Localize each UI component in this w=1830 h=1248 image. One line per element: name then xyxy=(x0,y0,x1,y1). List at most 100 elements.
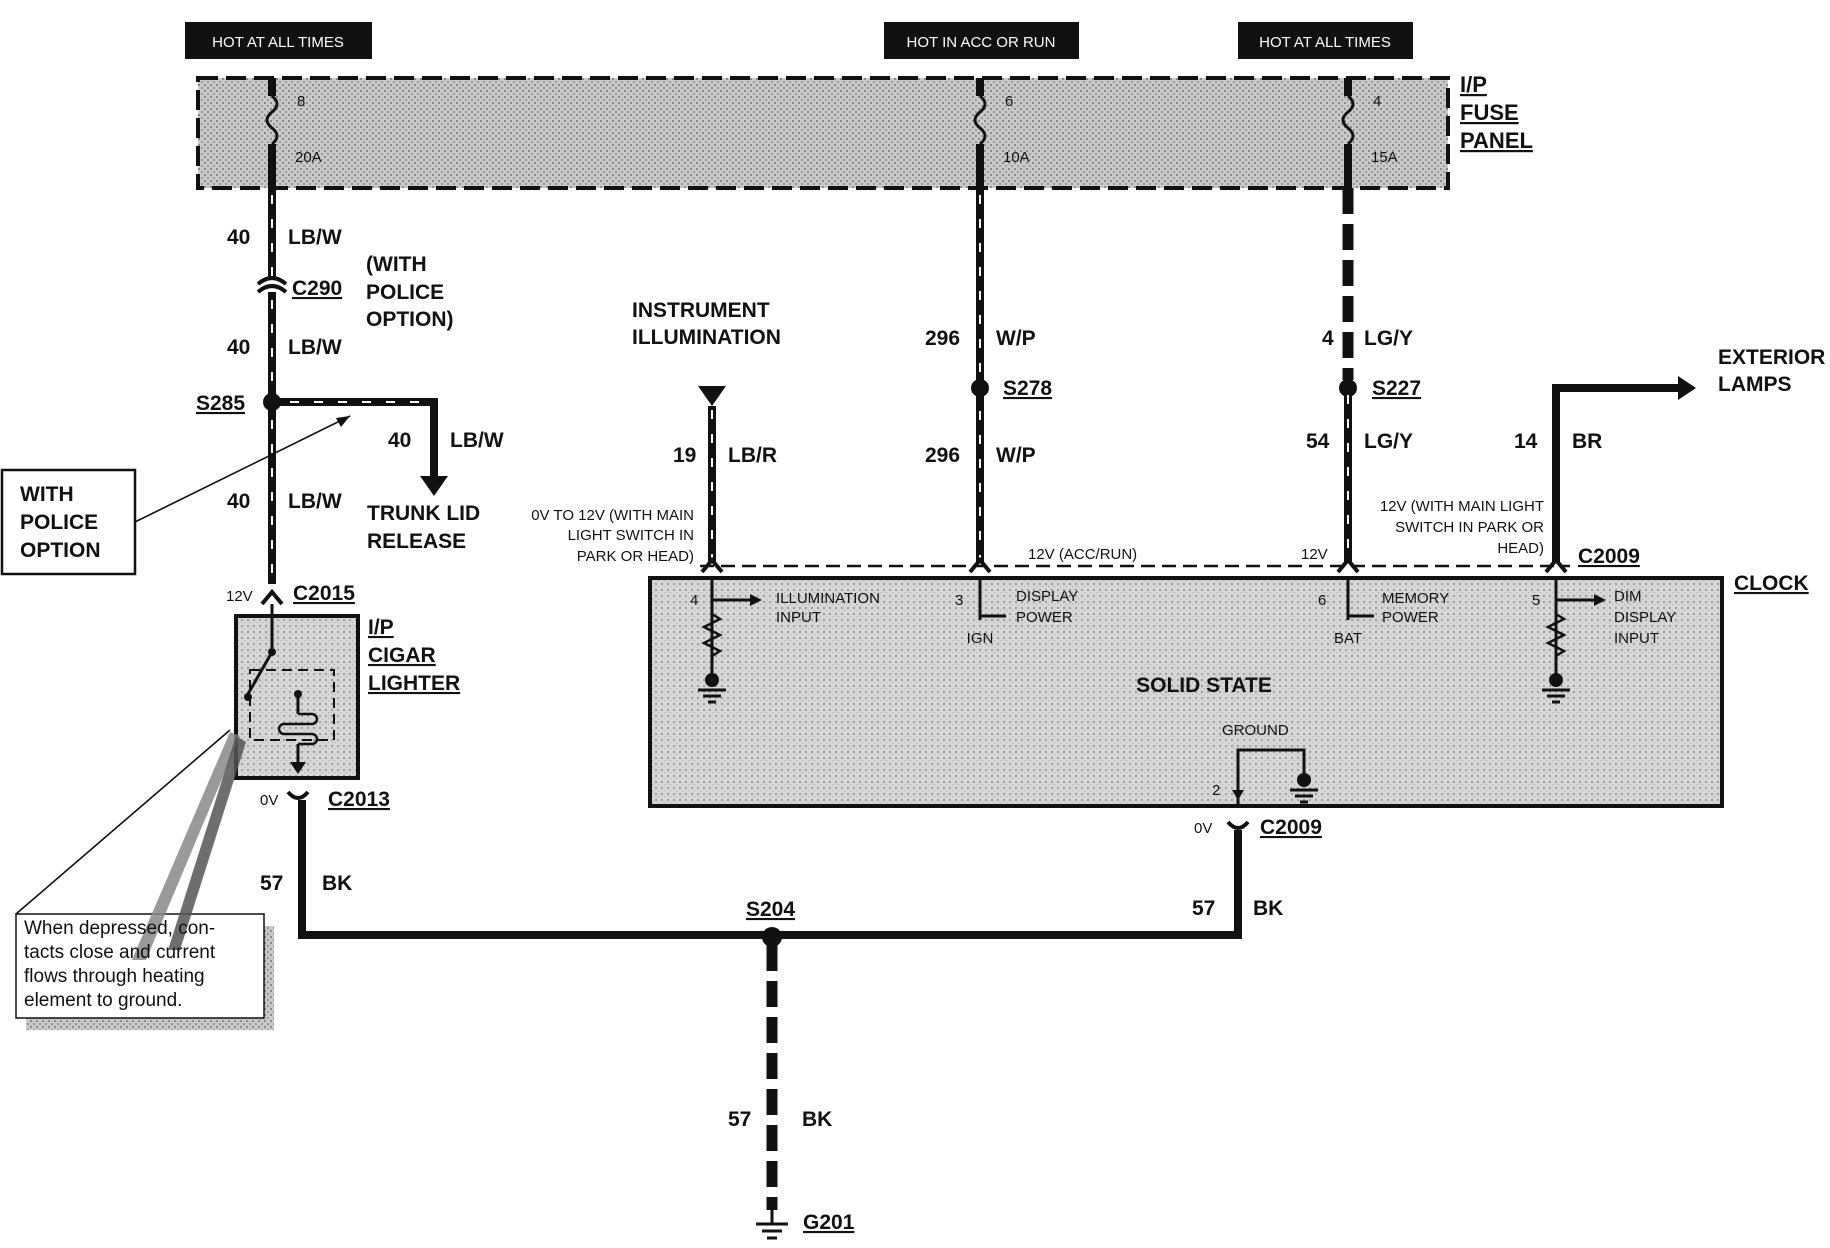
svg-text:LIGHTER: LIGHTER xyxy=(368,672,460,695)
fuse-6: 6 10A xyxy=(973,78,1030,188)
svg-text:flows through heating: flows through heating xyxy=(24,966,205,987)
svg-text:PANEL: PANEL xyxy=(1460,128,1533,153)
clock-pin-dim: 5 DIM DISPLAY INPUT xyxy=(1532,578,1676,704)
svg-text:WITH: WITH xyxy=(20,483,74,506)
svg-text:C2013: C2013 xyxy=(328,788,390,811)
svg-text:HOT AT ALL TIMES: HOT AT ALL TIMES xyxy=(212,34,344,51)
circuit-296-top: 296 xyxy=(925,327,960,350)
circuit-40-trunk: 40 xyxy=(388,429,411,452)
note-heating-element: When depressed, con- tacts close and cur… xyxy=(15,729,274,1030)
header-right: HOT AT ALL TIMES xyxy=(1238,22,1413,59)
connector-c2009-top: C2009 xyxy=(700,545,1640,574)
svg-text:DIM: DIM xyxy=(1614,588,1642,605)
color-lbr: LB/R xyxy=(728,444,777,467)
memory-voltage: 12V xyxy=(1301,546,1328,563)
svg-text:OPTION: OPTION xyxy=(20,539,101,562)
header-left: HOT AT ALL TIMES xyxy=(185,22,372,59)
svg-text:CLOCK: CLOCK xyxy=(1734,572,1809,595)
header-middle: HOT IN ACC OR RUN xyxy=(884,22,1079,59)
circuit-40-top: 40 xyxy=(227,226,250,249)
svg-text:6: 6 xyxy=(1005,93,1013,110)
svg-text:5: 5 xyxy=(1532,592,1540,609)
svg-text:INPUT: INPUT xyxy=(1614,630,1659,647)
svg-text:POWER: POWER xyxy=(1016,609,1073,626)
svg-text:C290: C290 xyxy=(292,277,342,300)
svg-text:BAT: BAT xyxy=(1334,630,1362,647)
svg-text:S204: S204 xyxy=(746,898,795,921)
circuit-14: 14 xyxy=(1514,430,1538,453)
trunk-lid-l1: TRUNK LID xyxy=(367,502,480,525)
circuit-57-left: 57 xyxy=(260,872,283,895)
svg-text:SOLID STATE: SOLID STATE xyxy=(1136,674,1272,697)
dim-volt-l2: SWITCH IN PARK OR xyxy=(1395,519,1544,536)
circuit-57-right: 57 xyxy=(1192,897,1215,920)
svg-text:12V: 12V xyxy=(226,588,253,605)
acc-run-voltage: 12V (ACC/RUN) xyxy=(1028,546,1137,563)
clock-pin-display: 3 DISPLAY POWER IGN xyxy=(955,578,1078,647)
svg-text:CIGAR: CIGAR xyxy=(368,644,436,667)
clock-pin-memory: 6 MEMORY POWER BAT xyxy=(1318,578,1449,647)
splice-s227: S227 xyxy=(1372,377,1421,400)
callout-police-option: WITH POLICE OPTION xyxy=(0,415,351,576)
clock-pin-illumination: 4 ILLUMINATION INPUT xyxy=(690,578,880,704)
svg-text:DISPLAY: DISPLAY xyxy=(1614,609,1676,626)
svg-text:ILLUMINATION: ILLUMINATION xyxy=(776,590,880,607)
svg-text:G201: G201 xyxy=(803,1211,855,1234)
svg-text:DISPLAY: DISPLAY xyxy=(1016,588,1078,605)
illum-volt-l3: PARK OR HEAD) xyxy=(577,548,694,565)
svg-text:4: 4 xyxy=(690,592,698,609)
cigar-lighter: I/P CIGAR LIGHTER xyxy=(234,604,460,780)
svg-text:HOT AT ALL TIMES: HOT AT ALL TIMES xyxy=(1259,34,1391,51)
with-police-l2: POLICE xyxy=(366,281,444,304)
color-wp-low: W/P xyxy=(996,444,1036,467)
svg-text:POLICE: POLICE xyxy=(20,511,98,534)
svg-text:I/P: I/P xyxy=(1460,72,1487,97)
svg-text:POWER: POWER xyxy=(1382,609,1439,626)
svg-text:C2009: C2009 xyxy=(1260,816,1322,839)
svg-text:GROUND: GROUND xyxy=(1222,722,1289,739)
svg-text:10A: 10A xyxy=(1003,149,1030,166)
svg-text:tacts close and current: tacts close and current xyxy=(24,942,216,963)
svg-text:FUSE: FUSE xyxy=(1460,100,1519,125)
svg-text:20A: 20A xyxy=(295,149,322,166)
svg-text:15A: 15A xyxy=(1371,149,1398,166)
color-bk-main: BK xyxy=(802,1108,832,1131)
with-police-l1: (WITH xyxy=(366,253,427,276)
svg-text:element to ground.: element to ground. xyxy=(24,990,182,1011)
connector-c2013: 0V C2013 xyxy=(260,788,390,811)
color-lbw-top: LB/W xyxy=(288,226,342,249)
svg-text:INPUT: INPUT xyxy=(776,609,821,626)
circuit-40-low: 40 xyxy=(227,490,250,513)
illum-volt-l2: LIGHT SWITCH IN xyxy=(568,527,694,544)
dim-volt-l1: 12V (WITH MAIN LIGHT xyxy=(1380,498,1544,515)
svg-text:C2015: C2015 xyxy=(293,582,355,605)
fuse-panel: I/P FUSE PANEL xyxy=(196,72,1533,190)
svg-text:4: 4 xyxy=(1373,93,1381,110)
splice-s278: S278 xyxy=(1003,377,1052,400)
connector-c2009-bottom: 0V C2009 xyxy=(1194,816,1322,935)
circuit-4: 4 xyxy=(1322,327,1334,350)
color-wp-top: W/P xyxy=(996,327,1036,350)
svg-text:LAMPS: LAMPS xyxy=(1718,373,1792,396)
circuit-19: 19 xyxy=(673,444,696,467)
svg-text:6: 6 xyxy=(1318,592,1326,609)
svg-text:I/P: I/P xyxy=(368,616,394,639)
color-lbw-mid: LB/W xyxy=(288,336,342,359)
connector-c290: C290 xyxy=(256,276,342,300)
wire-wp-ignition xyxy=(971,188,989,562)
svg-text:EXTERIOR: EXTERIOR xyxy=(1718,346,1825,369)
svg-text:When depressed, con-: When depressed, con- xyxy=(24,918,215,939)
instrument-l2: ILLUMINATION xyxy=(632,326,781,349)
circuit-296-low: 296 xyxy=(925,444,960,467)
dim-volt-l3: HEAD) xyxy=(1497,540,1544,557)
svg-text:S285: S285 xyxy=(196,392,245,415)
illum-volt-l1: 0V TO 12V (WITH MAIN xyxy=(531,507,694,524)
svg-text:MEMORY: MEMORY xyxy=(1382,590,1449,607)
svg-text:C2009: C2009 xyxy=(1578,545,1640,568)
splice-s204: S204 xyxy=(746,898,795,947)
color-bk-right: BK xyxy=(1253,897,1283,920)
svg-text:0V: 0V xyxy=(1194,820,1212,837)
color-br: BR xyxy=(1572,430,1602,453)
with-police-l3: OPTION) xyxy=(366,308,454,331)
